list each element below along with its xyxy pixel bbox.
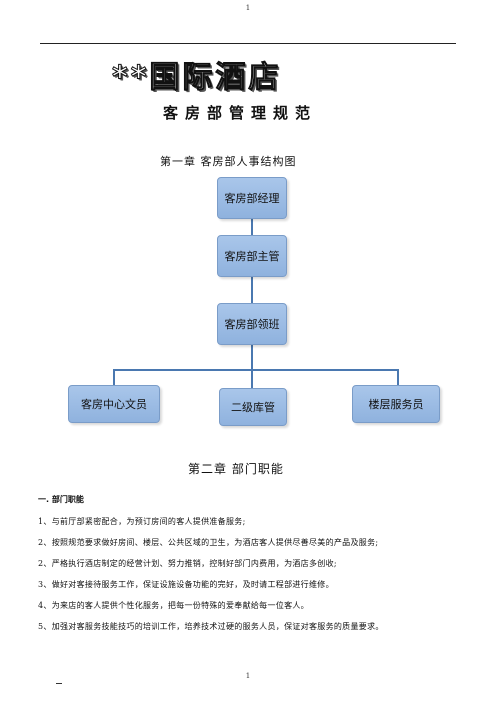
chapter-2-heading: 第二章 部门职能 [188,462,284,476]
document-subtitle: 客房部管理规范 [163,104,318,122]
org-box-foreman: 客房部领班 [217,303,287,345]
org-box-center-clerk: 客房中心文员 [68,385,160,423]
duty-item: 2、按照规范要求做好房间、楼层、公共区域的卫生，为酒店客人提供尽善尽美的产品及服… [38,538,379,547]
connector-to-center-clerk [113,369,115,385]
connector-supervisor-foreman [251,276,253,303]
chapter-1-heading: 第一章 客房部人事结构图 [160,155,297,168]
duty-item: 4、为来店的客人提供个性化服务，把每一份特殊的爱奉献给每一位客人。 [38,601,309,610]
org-box-supervisor: 客房部主管 [217,235,287,277]
connector-foreman-trunk [251,344,253,370]
connector-to-warehouse [251,369,253,388]
header-rule [40,43,456,44]
duty-item: 3、做好对客接待服务工作，保证设施设备功能的完好，及时请工程部进行维修。 [38,580,334,589]
header-page-number: 1 [245,4,251,12]
org-box-floor-attendant: 楼层服务员 [352,385,440,423]
connector-horizontal [113,369,399,371]
duty-item: 2、严格执行酒店制定的经营计划、努力推销，控制好部门内费用，为酒店多创收; [38,559,337,568]
section-heading: 一. 部门职能 [38,495,84,504]
duty-item: 5、加强对客服务技能技巧的培训工作，培养技术过硬的服务人员，保证对客服务的质量要… [38,622,384,631]
footer-dash [56,683,62,684]
footer-page-number: 1 [245,672,251,680]
connector-to-floor-attendant [397,369,399,385]
duty-item: 1、与前厅部紧密配合，为预订房间的客人提供准备服务; [38,517,246,526]
org-box-warehouse: 二级库管 [219,388,287,426]
document-title: **国际酒店 [111,60,282,96]
connector-manager-supervisor [251,218,253,235]
org-box-manager: 客房部经理 [217,177,287,219]
